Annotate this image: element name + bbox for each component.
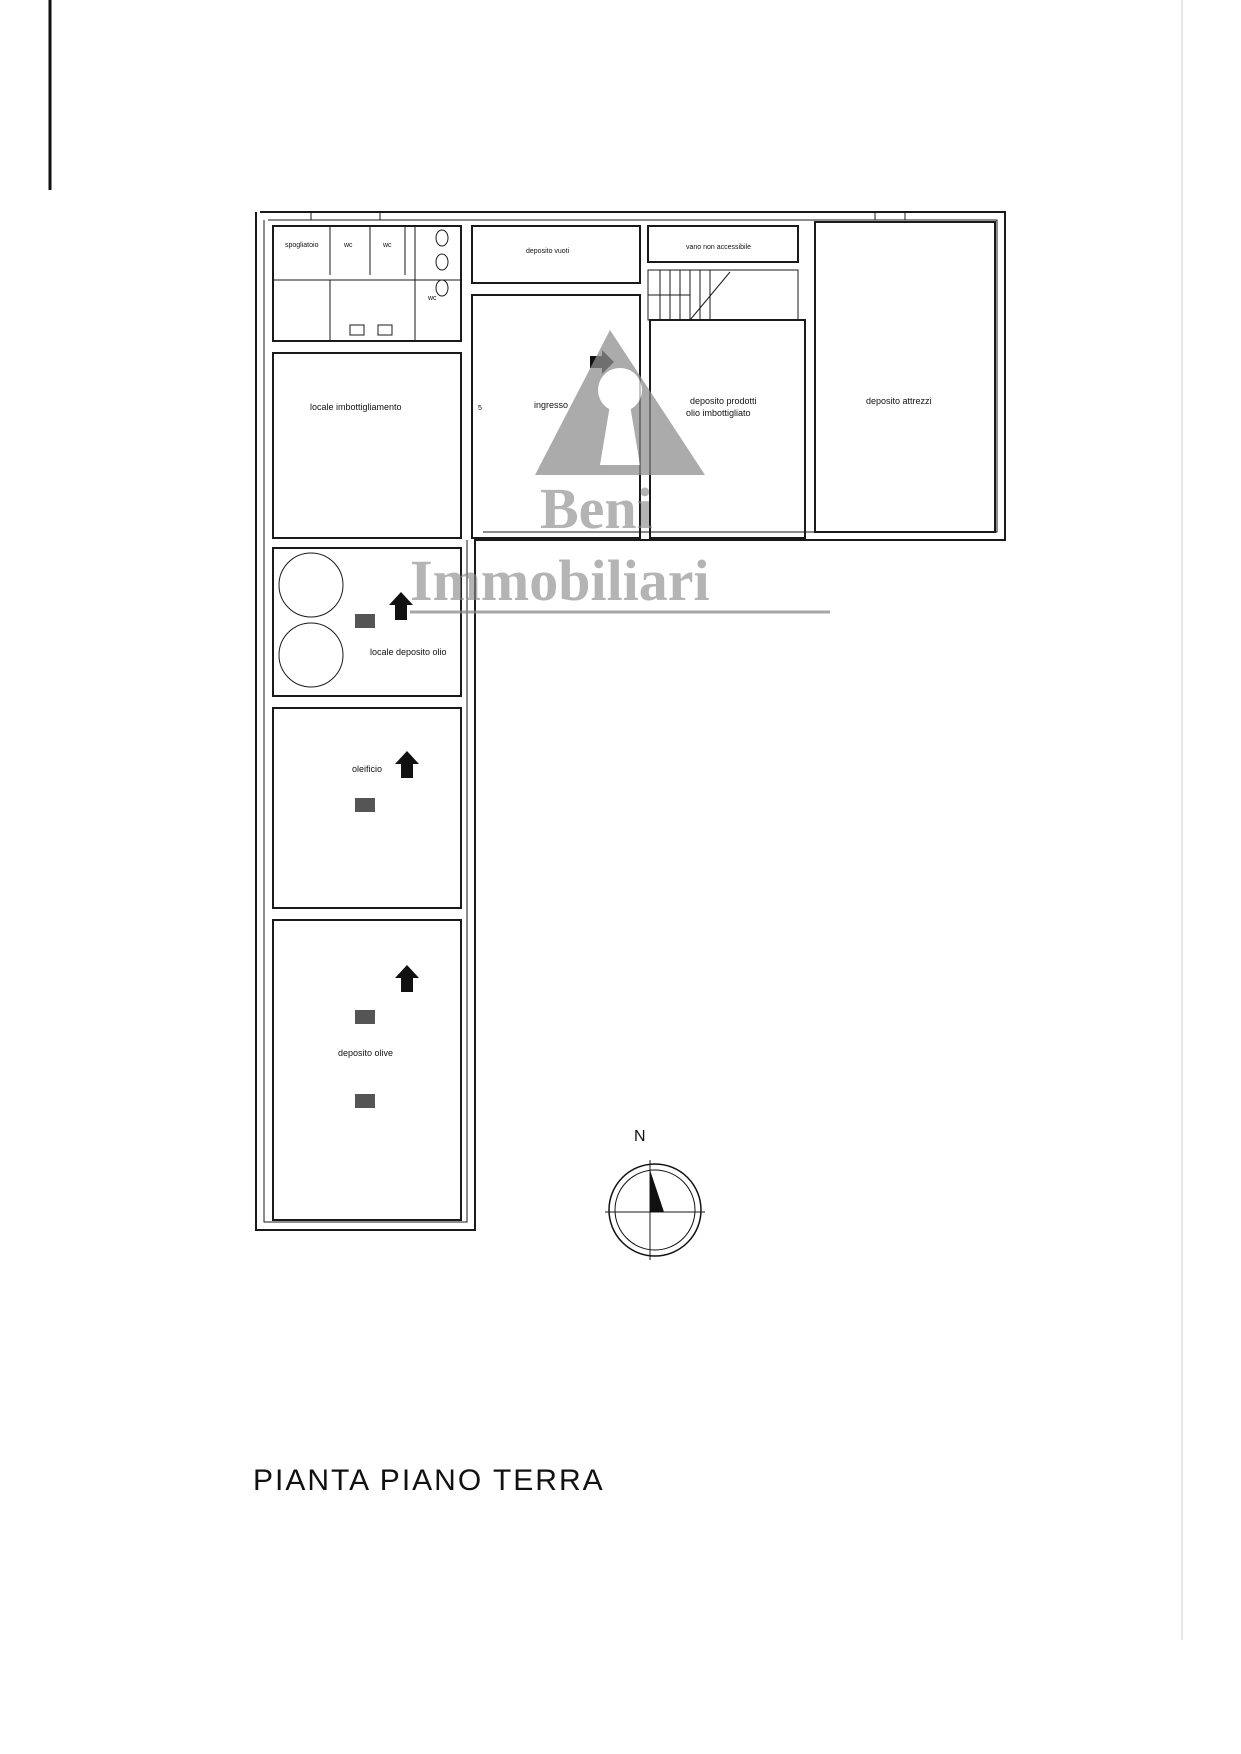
watermark-line-1: Beni xyxy=(540,476,653,541)
oil-tank-1 xyxy=(278,552,344,618)
label-ingresso: ingresso xyxy=(534,400,568,410)
staircase xyxy=(647,269,799,321)
label-wc-3: wc xyxy=(427,295,437,302)
arrow-icon xyxy=(395,751,419,778)
label-vano-non-accessibile: vano non accessibile xyxy=(686,244,751,251)
arrow-icon xyxy=(395,965,419,992)
label-deposito-vuoti: deposito vuoti xyxy=(526,248,570,255)
room-vano-non-accessibile xyxy=(647,225,799,263)
label-step-mark: 5 xyxy=(478,405,482,412)
arrow-icon xyxy=(389,592,413,620)
openings xyxy=(310,212,906,1221)
label-olio-imbottigliato: olio imbottigliato xyxy=(686,408,751,418)
label-deposito-olive: deposito olive xyxy=(338,1048,393,1058)
label-locale-deposito-olio: locale deposito olio xyxy=(370,647,447,657)
label-locale-imbottigliamento: locale imbottigliamento xyxy=(310,402,402,412)
watermark-logo: Beni Immobiliari xyxy=(410,330,830,614)
room-locale-imbottigliamento xyxy=(272,352,462,539)
label-spogliatoio: spogliatoio xyxy=(285,242,319,249)
label-wc-1: wc xyxy=(343,242,353,249)
room-locale-deposito-olio xyxy=(272,547,462,697)
room-oleificio xyxy=(272,707,462,909)
room-deposito-olive xyxy=(272,919,462,1221)
service-block xyxy=(272,225,462,342)
building-outline xyxy=(255,211,1006,1231)
floor-grate-2 xyxy=(355,798,375,812)
room-deposito-attrezzi xyxy=(814,221,996,533)
floor-grate-1 xyxy=(355,614,375,628)
room-deposito-vuoti xyxy=(471,225,641,284)
label-deposito-prodotti: deposito prodotti xyxy=(690,396,757,406)
watermark-line-2: Immobiliari xyxy=(410,548,710,613)
label-wc-2: wc xyxy=(382,242,392,249)
compass-north-label: N xyxy=(634,1128,646,1145)
north-compass-icon: N xyxy=(605,1128,705,1260)
plan-title: PIANTA PIANO TERRA xyxy=(253,1464,605,1497)
floor-grate-4 xyxy=(355,1094,375,1108)
floor-grate-3 xyxy=(355,1010,375,1024)
oil-tank-2 xyxy=(278,622,344,688)
label-deposito-attrezzi: deposito attrezzi xyxy=(866,396,932,406)
label-oleificio: oleificio xyxy=(352,764,382,774)
